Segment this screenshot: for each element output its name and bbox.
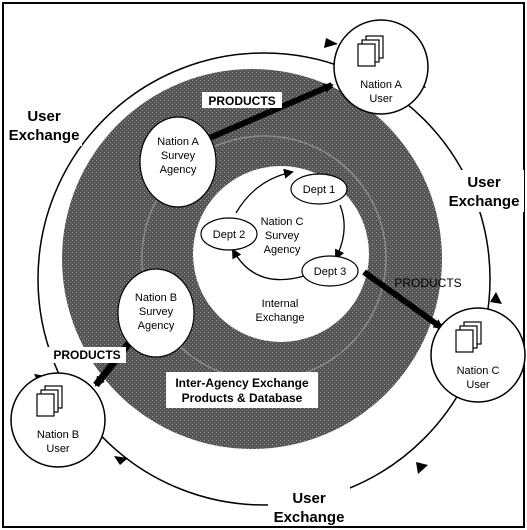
nation-b-agency-label-1: Nation B [135,292,177,304]
user-exchange-left-bg [6,104,82,146]
outer-arrow-bottom-left [114,456,128,465]
nation-b-user-label-2: User [46,443,70,455]
nation-c-user-label-2: User [466,379,490,391]
nation-a-user-label-2: User [369,93,393,105]
products-arrow-right [362,269,444,331]
nation-a-agency-label-3: Agency [160,164,197,176]
internal-exchange-label-2: Exchange [256,312,305,324]
products-top-label: PRODUCTS [208,94,275,108]
internal-arrow-2-to-1 [235,168,294,214]
document-stack-icon [357,35,384,67]
user-exchange-bottom-bg [268,486,350,526]
nation-a-agency-oval [139,116,217,208]
products-left-bg [48,347,126,363]
products-arrow-top [203,82,334,143]
user-exchange-bottom-label-2: Exchange [274,509,345,526]
nation-b-user-circle [10,372,106,468]
outer-arrow-bottom-right [416,462,428,474]
user-exchange-outer-circle [37,52,491,506]
dept-2-label: Dept 2 [213,229,245,241]
dept-2-oval [200,217,258,251]
outer-arrow-right-down [490,292,502,304]
nation-b-agency-label-2: Survey [139,306,174,318]
nation-b-agency-label-3: Agency [138,320,175,332]
dept-1-label: Dept 1 [303,184,335,196]
nation-a-user-label-1: Nation A [360,79,402,91]
nation-c-agency-label-1: Nation C [261,216,304,228]
nation-b-user-label-1: Nation B [37,429,79,441]
products-right-label: PRODUCTS [394,276,461,290]
nation-c-agency-disk [193,166,369,342]
nation-a-agency-label-1: Nation A [157,136,199,148]
document-stack-icon [455,321,482,353]
user-exchange-bottom-label-1: User [292,490,326,507]
products-top-bg [202,92,282,108]
nation-c-agency-label-2: Survey [265,230,300,242]
user-exchange-right-bg [444,170,524,212]
outer-arrow-top-right [324,38,338,48]
user-exchange-left-label-1: User [27,108,61,125]
nation-c-user-label-1: Nation C [457,365,500,377]
user-exchange-right-label-2: Exchange [449,193,520,210]
dept-3-oval [301,255,359,287]
dept-1-oval [290,173,348,205]
user-exchange-left-label-2: Exchange [9,127,80,144]
products-left-label: PRODUCTS [53,348,120,362]
nation-c-agency-label-3: Agency [264,244,301,256]
inter-agency-label-1: Inter-Agency Exchange [175,376,309,390]
user-exchange-right-label-1: User [467,174,501,191]
internal-arrow-3-to-2 [232,248,305,281]
internal-exchange-label-1: Internal [262,298,299,310]
inter-agency-label-2: Products & Database [182,391,303,405]
nation-a-agency-label-2: Survey [161,150,196,162]
nation-b-agency-oval [117,268,195,358]
document-stack-icon [36,385,63,417]
internal-arrow-1-to-3 [335,204,345,260]
inter-agency-label-box [166,372,318,408]
nation-c-user-circle [430,307,526,403]
dept-3-label: Dept 3 [314,266,346,278]
